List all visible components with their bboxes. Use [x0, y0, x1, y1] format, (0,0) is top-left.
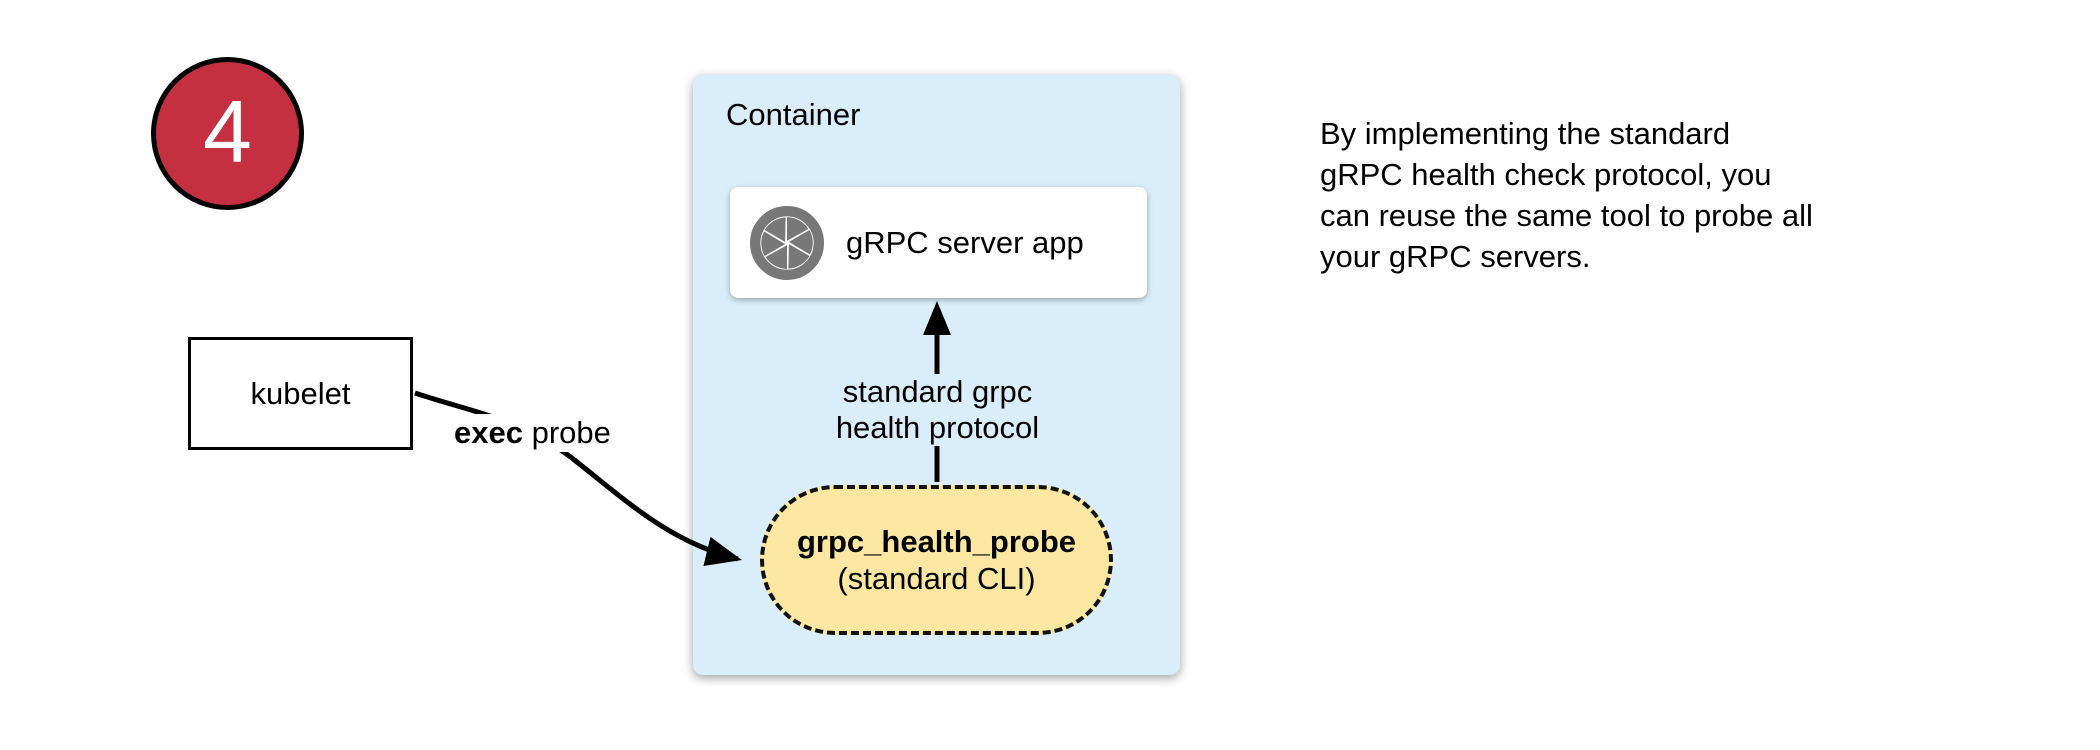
exec-probe-label-bold: exec — [454, 415, 523, 450]
node-grpc-server-app: gRPC server app — [730, 187, 1147, 298]
step-number: 4 — [203, 81, 252, 181]
node-kubelet: kubelet — [188, 337, 413, 450]
exec-probe-label-rest: probe — [522, 415, 611, 450]
node-grpc-health-probe: grpc_health_probe (standard CLI) — [760, 485, 1113, 635]
health-protocol-line2: health protocol — [835, 410, 1040, 445]
grpc-server-app-label: gRPC server app — [846, 224, 1084, 260]
note-line-4: your gRPC servers. — [1320, 239, 1591, 274]
container-label: Container — [726, 97, 861, 132]
grpc-health-probe-subtitle: (standard CLI) — [837, 561, 1036, 596]
exec-probe-edge-label: exec probe — [449, 414, 616, 452]
kubelet-label: kubelet — [250, 375, 351, 411]
note-text: By implementing the standard gRPC health… — [1320, 113, 1900, 277]
note-line-2: gRPC health check protocol, you — [1320, 157, 1772, 192]
node-container: Container gRPC server app gr — [693, 75, 1180, 675]
note-line-1: By implementing the standard — [1320, 116, 1731, 151]
health-protocol-edge-label: standard grpc health protocol — [815, 374, 1060, 446]
note-line-3: can reuse the same tool to probe all — [1320, 198, 1813, 233]
aperture-icon — [750, 205, 824, 280]
step-badge: 4 — [151, 57, 304, 210]
grpc-health-probe-title: grpc_health_probe — [796, 524, 1077, 559]
health-protocol-line1: standard grpc — [842, 374, 1033, 409]
